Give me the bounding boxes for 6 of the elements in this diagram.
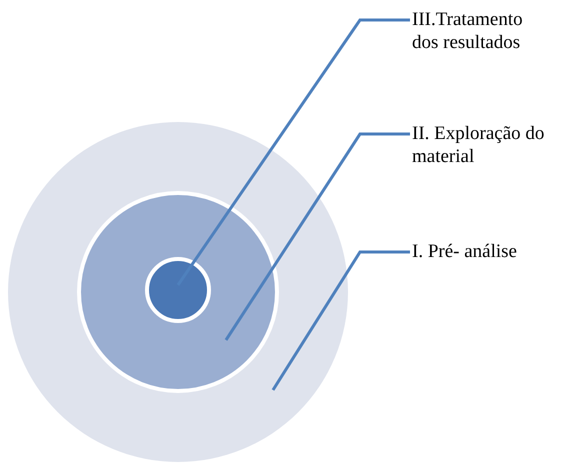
- stage-label: III.Tratamento dos resultados: [412, 8, 552, 54]
- leader-line: [272, 250, 410, 391]
- leader-line: [224, 132, 410, 341]
- leader-line: [176, 18, 410, 286]
- stage-label: I. Pré- análise: [412, 240, 552, 263]
- stage-label: II. Exploração do material: [412, 122, 552, 168]
